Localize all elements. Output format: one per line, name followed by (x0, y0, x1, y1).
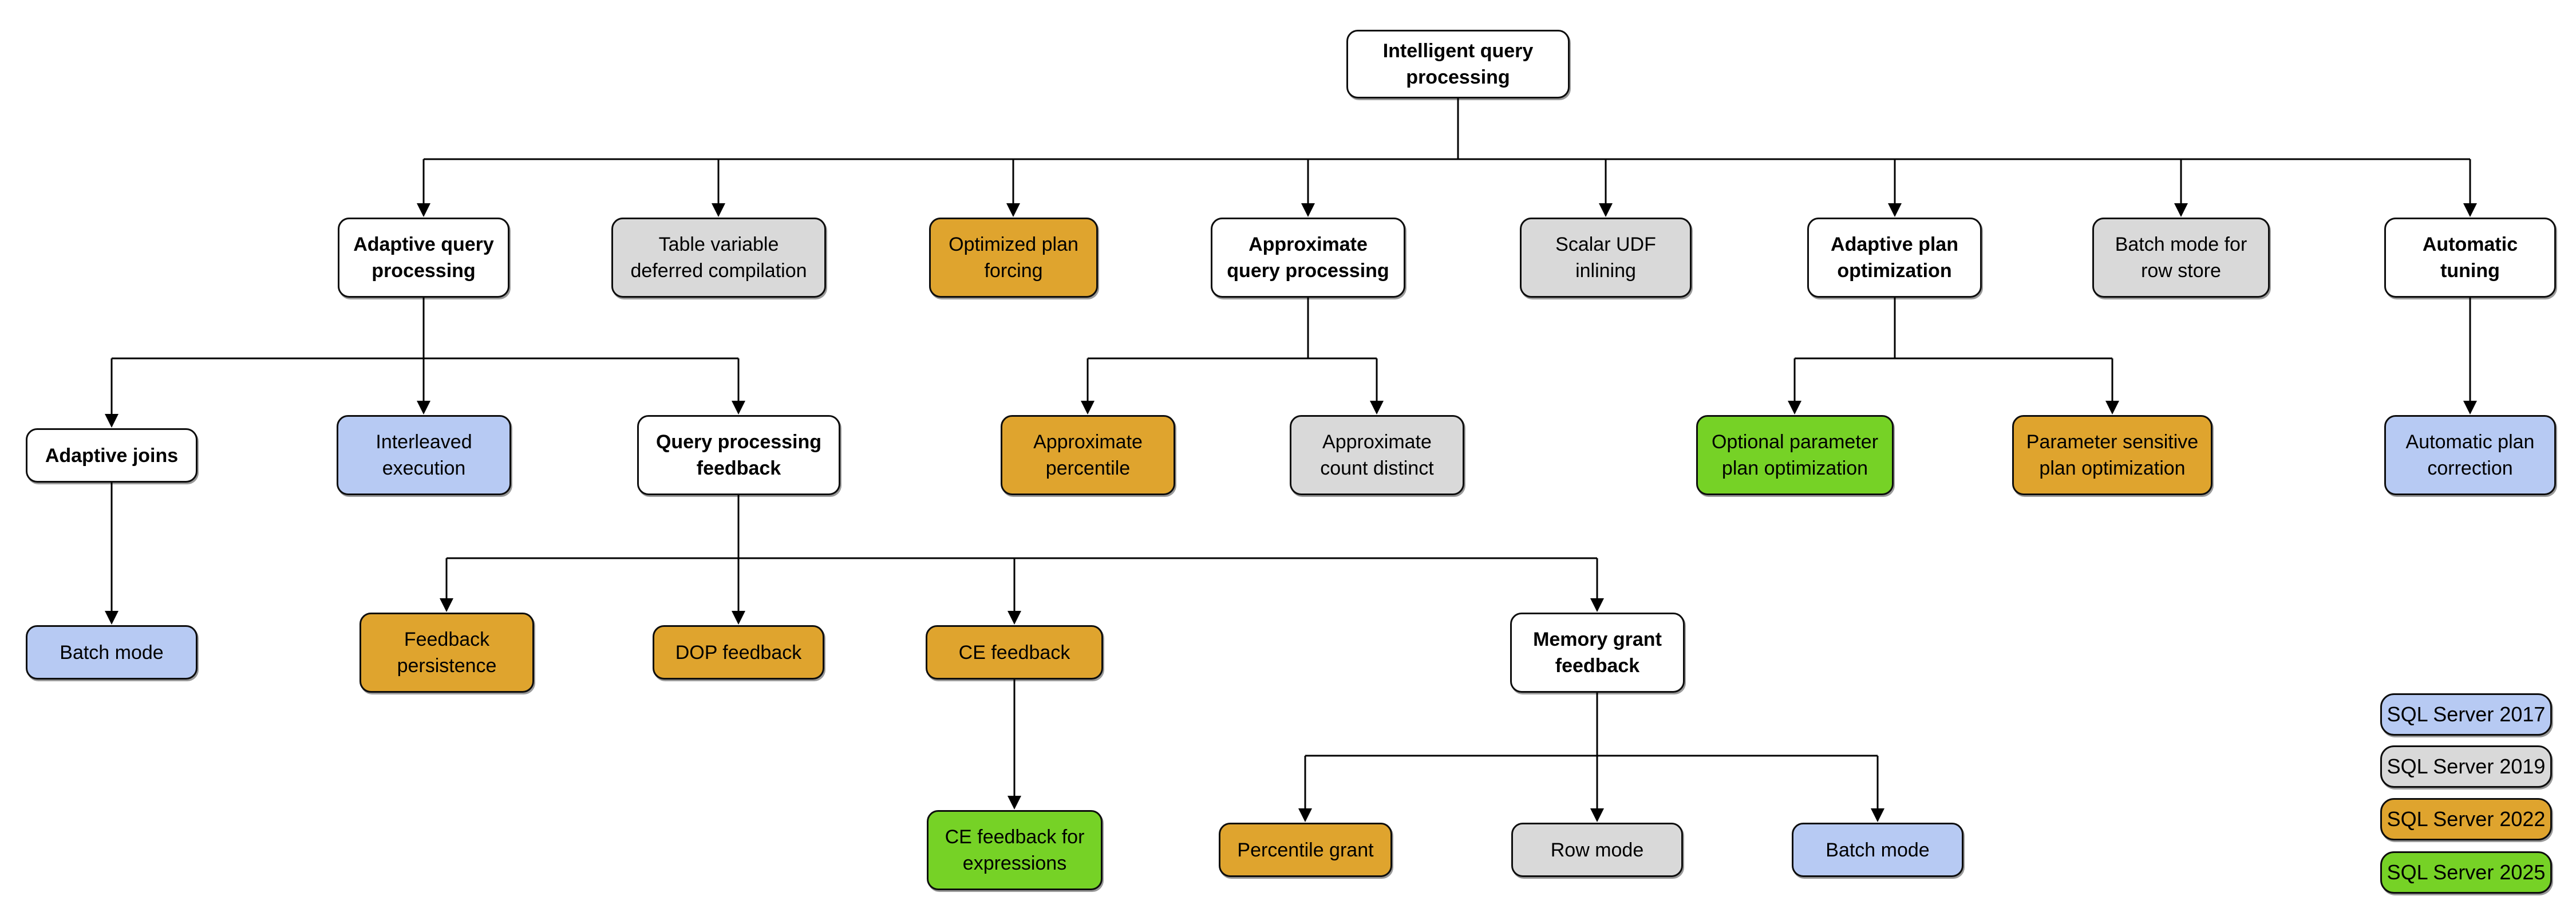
node-adaptive-plan-optimization: Adaptive plan optimization (1807, 218, 1982, 298)
node-ce-feedback: CE feedback (926, 625, 1103, 680)
node-row-mode: Row mode (1511, 823, 1683, 877)
node-interleaved-execution: Interleaved execution (337, 415, 511, 495)
node-dop-feedback: DOP feedback (653, 625, 824, 680)
node-approximate-query-processing: Approximate query processing (1211, 218, 1405, 298)
node-approximate-percentile: Approximate percentile (1001, 415, 1175, 495)
node-automatic-plan-correction: Automatic plan correction (2384, 415, 2556, 495)
node-scalar-udf-inlining: Scalar UDF inlining (1520, 218, 1692, 298)
node-memory-grant-feedback: Memory grant feedback (1510, 613, 1685, 693)
node-adaptive-joins: Adaptive joins (26, 428, 197, 483)
node-batch-mode-memory-grant: Batch mode (1792, 823, 1963, 877)
node-batch-mode-adaptive-joins: Batch mode (26, 625, 197, 680)
node-automatic-tuning: Automatic tuning (2384, 218, 2556, 298)
node-batch-mode-for-row-store: Batch mode for row store (2092, 218, 2270, 298)
legend-item-sql-server-2025: SQL Server 2025 (2380, 851, 2552, 894)
node-adaptive-query-processing: Adaptive query processing (338, 218, 509, 298)
node-table-variable-deferred-compilation: Table variable deferred compilation (611, 218, 826, 298)
node-ce-feedback-for-expressions: CE feedback for expressions (927, 810, 1103, 890)
node-optional-parameter-plan-optimization: Optional parameter plan optimization (1696, 415, 1894, 495)
node-approximate-count-distinct: Approximate count distinct (1290, 415, 1464, 495)
legend-item-sql-server-2017: SQL Server 2017 (2380, 693, 2552, 736)
node-parameter-sensitive-plan-optimization: Parameter sensitive plan optimization (2012, 415, 2212, 495)
node-feedback-persistence: Feedback persistence (359, 613, 534, 693)
node-optimized-plan-forcing: Optimized plan forcing (929, 218, 1098, 298)
node-intelligent-query-processing: Intelligent query processing (1346, 30, 1570, 98)
node-query-processing-feedback: Query processing feedback (637, 415, 840, 495)
legend-item-sql-server-2019: SQL Server 2019 (2380, 745, 2552, 788)
node-percentile-grant: Percentile grant (1219, 823, 1392, 877)
legend-item-sql-server-2022: SQL Server 2022 (2380, 798, 2552, 840)
